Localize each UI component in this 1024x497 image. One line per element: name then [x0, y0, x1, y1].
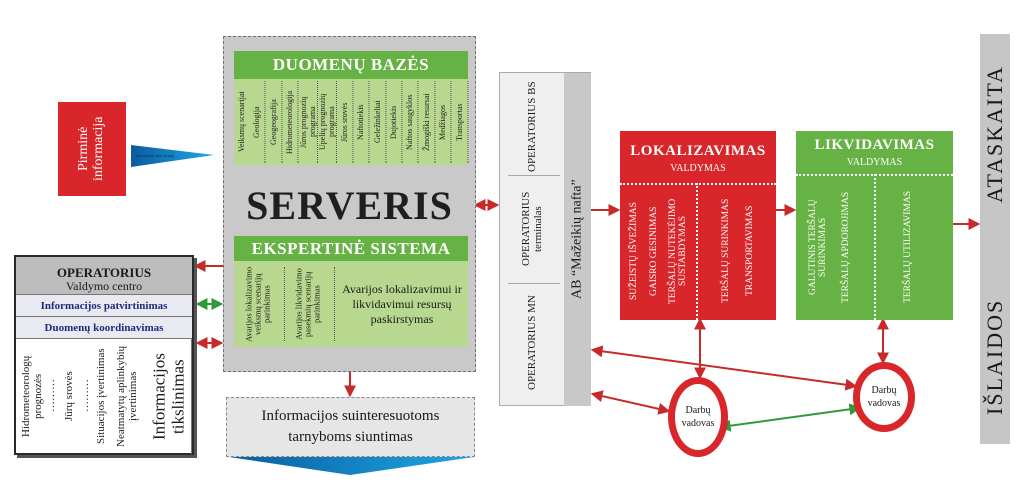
- company-strip: AB “Mažeikių nafta”: [564, 73, 591, 406]
- work-leader-2: Darbų vadovas: [853, 362, 915, 432]
- database-item: Geologija: [249, 81, 266, 163]
- expert-body: Avarijos lokalizavimo veiksmų scenarijų …: [234, 261, 468, 347]
- operator-refinement-label: Informacijos tikslinimas: [149, 353, 188, 440]
- operator-title: OPERATORIUS: [56, 265, 152, 280]
- liquidation-item-1: GALUTINIS TERŠALŲ SURINKIMAS: [808, 199, 828, 295]
- operator-item-1: Hidrometeorologų prognozės: [20, 355, 44, 437]
- work-leader-1: Darbų vadovas: [668, 377, 728, 457]
- work-leader-2-label: Darbų vadovas: [867, 385, 901, 409]
- operators-leader1-arrow: [590, 390, 671, 415]
- operator-item-3: Situacijos įvertinimas: [95, 348, 107, 444]
- localization-title: LOKALIZAVIMAS: [630, 143, 766, 159]
- send-down-arrow: [229, 457, 474, 475]
- database-title: DUOMENŲ BAZĖS: [234, 51, 468, 79]
- report-costs: IŠLAIDOS: [982, 298, 1007, 415]
- expert-sep-2: [334, 267, 335, 341]
- localization-vsep: [696, 183, 698, 320]
- liquidation-vsep: [874, 174, 876, 320]
- database-item: Medžiagos: [435, 81, 452, 163]
- primary-info-box: Pirminė informacija: [58, 102, 126, 196]
- expert-sep-1: [284, 267, 285, 341]
- localization-box: LOKALIZAVIMAS VALDYMAS SUŽEISTŲ IŠVEŽIMA…: [620, 131, 776, 320]
- expert-item-1: Avarijos lokalizavimo veiksmų scenarijų …: [243, 266, 272, 342]
- leader-leader-arrow: [718, 403, 862, 432]
- report-title: ATASKAITA: [982, 65, 1007, 203]
- database-item: Geogeografija: [265, 81, 283, 163]
- operators-sep-2: [508, 283, 560, 284]
- database-item: Geležinkeliai: [369, 81, 386, 163]
- work-leader-1-label: Darbų vadovas: [681, 405, 715, 429]
- primary-info-arrow-label: Informacija apie avariją: [136, 153, 175, 158]
- localization-item-3: TERŠALŲ NUTEKĖJIMO SUSTABDYMAS: [668, 198, 688, 304]
- liquidation-box: LIKVIDAVIMAS VALDYMAS GALUTINIS TERŠALŲ …: [796, 131, 953, 320]
- operator-dots-1: ………: [45, 379, 57, 413]
- expert-main: Avarijos lokalizavimui ir likvidavimui r…: [342, 281, 462, 326]
- liquidation-title: LIKVIDAVIMAS: [814, 137, 935, 153]
- expert-item-2: Avarijos likvidavimo pasekmių scenarijų …: [293, 268, 322, 340]
- operator-item-4: Neatmatytų aplinkybių įvertinimas: [115, 345, 139, 447]
- operator-mn: OPERATORIUS MN: [526, 295, 538, 391]
- operator-terminal: OPERATORIUS terminalas: [520, 191, 544, 267]
- operator-bs: OPERATORIUS BS: [526, 81, 538, 173]
- liquidation-item-2: TERŠALŲ APDOROJIMAS: [841, 191, 851, 303]
- localization-item-4: TERŠALŲ SURINKIMAS: [721, 198, 731, 304]
- send-label: Informacijos suinteresuotoms tarnyboms s…: [261, 408, 440, 445]
- operator-refinement: Informacijos tikslinimas: [146, 339, 192, 454]
- liquidation-subtitle: VALDYMAS: [846, 157, 903, 168]
- server-title: SERVERIS: [246, 183, 453, 228]
- localization-item-5: TRANSPORTAVIMAS: [745, 205, 755, 297]
- localization-subtitle: VALDYMAS: [670, 163, 726, 174]
- database-item: Jūros prognozių programa: [298, 81, 318, 163]
- operator-row-confirm: Informacijos patvirtinimas: [16, 294, 192, 316]
- operator-subtitle: Valdymo centro: [65, 279, 143, 293]
- operator-lower: Hidrometeorologų prognozės ……… Jūrų srov…: [16, 338, 192, 454]
- localization-item-2: GAISRO GESINIMAS: [649, 206, 659, 296]
- database-item: Jūros srovės: [336, 81, 354, 163]
- database-item: Veiksmų scenarijai: [237, 91, 247, 153]
- database-item: Hidrometeorologija: [282, 81, 299, 163]
- database-item: Naftotiekis: [353, 81, 370, 163]
- company-label: AB “Mažeikių nafta”: [569, 179, 585, 300]
- primary-info-label: Pirminė informacija: [76, 116, 106, 182]
- operators-column: OPERATORIUS BS OPERATORIUS terminalas OP…: [499, 72, 591, 406]
- expert-title: EKSPERTINĖ SISTEMA: [234, 236, 468, 261]
- send-box: Informacijos suinteresuotoms tarnyboms s…: [226, 397, 475, 457]
- database-item: Žmogiški resursai: [418, 81, 436, 163]
- database-item: Transportas: [451, 81, 469, 163]
- localization-item-1: SUŽEISTŲ IŠVEŽIMAS: [629, 202, 639, 300]
- operator-centre-box: OPERATORIUS Valdymo centro Informacijos …: [14, 255, 194, 455]
- operator-row-coordination: Duomenų koordinavimas: [16, 316, 192, 338]
- database-item: Naftos saugyklos: [402, 81, 419, 163]
- liquidation-item-3: TERŠALŲ UTILIZAVIMAS: [903, 191, 913, 303]
- primary-info-arrow: [131, 145, 214, 167]
- operators-leader2-arrow: [590, 345, 858, 391]
- database-item: Upelių prognozių programa: [317, 81, 337, 163]
- localization-hsep: [620, 183, 776, 185]
- report-strip: ATASKAITA IŠLAIDOS: [980, 34, 1010, 444]
- operators-sep-1: [508, 175, 560, 176]
- database-item: Dujotiekis: [385, 81, 403, 163]
